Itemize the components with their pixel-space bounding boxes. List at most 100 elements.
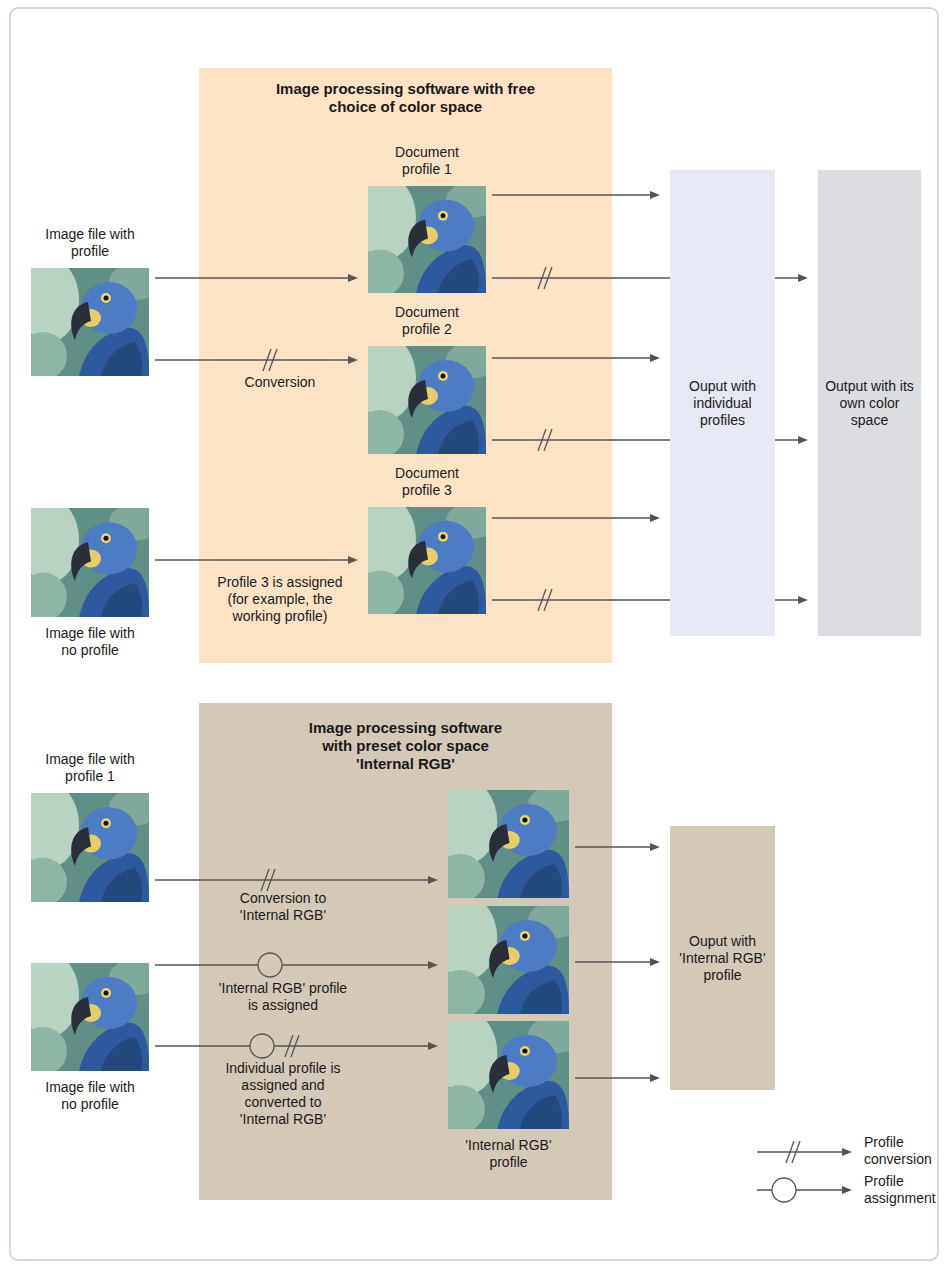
connector-arrow: [575, 843, 660, 851]
image-label: Document profile 1: [377, 144, 477, 178]
parrot-illustration: [448, 1021, 569, 1129]
text-holder: Image file with no profile: [40, 625, 140, 659]
edge-label: Profile 3 is assigned (for example, the …: [205, 574, 355, 625]
parrot-illustration: [368, 346, 486, 454]
arrow-head: [650, 191, 660, 199]
image-node: Document profile 2: [368, 346, 486, 454]
connector-arrow: [492, 354, 660, 362]
panel-title: Image processing software with free choi…: [271, 80, 541, 116]
connector-arrow: [155, 356, 358, 364]
arrow-head: [348, 556, 358, 564]
connector-line: [155, 277, 350, 278]
text-holder: Image file with profile: [40, 226, 140, 260]
image-node: [448, 906, 569, 1014]
text-holder: Document profile 3: [377, 465, 477, 499]
parrot-illustration: [31, 963, 149, 1071]
parrot-illustration: [31, 268, 149, 376]
edge-label: 'Internal RGB' profile is assigned: [218, 980, 348, 1014]
panel-ground: [199, 703, 612, 1200]
text-holder: Ouput with individual profiles: [670, 170, 775, 636]
legend-samples: [757, 1141, 852, 1202]
connector-arrow: [155, 274, 358, 282]
connector-arrow: [575, 958, 660, 966]
connector-line: [155, 1045, 430, 1046]
parrot-photo: [368, 186, 486, 293]
image-node: Document profile 1: [368, 186, 486, 293]
parrot-photo: [368, 346, 486, 454]
connector-arrow: [492, 191, 660, 199]
text-holder: Document profile 2: [377, 304, 477, 338]
image-label: Image file with no profile: [40, 625, 140, 659]
edge-label: Individual profile is assigned and conve…: [223, 1060, 343, 1128]
software-panel: Image processing software with free choi…: [199, 68, 612, 663]
connector-line: [492, 194, 652, 195]
image-node: [448, 790, 569, 898]
edge-label: Conversion: [220, 374, 340, 391]
page-frame: [10, 8, 938, 1260]
text-holder: Image file with profile 1: [40, 751, 140, 785]
text-holder: Image processing software with free choi…: [271, 80, 541, 116]
text-holder: Output with its own color space: [818, 170, 921, 636]
output-box: Ouput with individual profiles: [670, 170, 775, 636]
connector-line: [492, 517, 652, 518]
output-box: Output with its own color space: [818, 170, 921, 636]
connector-arrow: [155, 556, 358, 564]
panel-ground: [199, 68, 612, 663]
text-holder: Document profile 1: [377, 144, 477, 178]
arrow-head: [798, 436, 808, 444]
arrow-head: [428, 876, 438, 884]
parrot-photo: [448, 790, 569, 898]
image-node: Image file with no profile: [31, 508, 149, 617]
connector-line: [155, 964, 430, 965]
parrot-photo: [368, 507, 486, 614]
connector-line: [155, 359, 350, 360]
image-label: Image file with profile: [40, 226, 140, 260]
parrot-photo: [448, 906, 569, 1014]
arrow-head: [650, 843, 660, 851]
connector-line: [155, 879, 430, 880]
connector-arrow: [155, 876, 438, 884]
box-label: Ouput with 'Internal RGB' profile: [676, 933, 769, 984]
connector-line: [575, 961, 652, 962]
parrot-illustration: [31, 508, 149, 617]
connector-arrow: [155, 961, 438, 969]
box-label: Ouput with individual profiles: [676, 378, 769, 429]
arrow-head: [428, 1042, 438, 1050]
legend-text: Profile assignment: [864, 1173, 944, 1207]
parrot-photo: [448, 1021, 569, 1129]
connector-line: [575, 1077, 652, 1078]
parrot-illustration: [448, 906, 569, 1014]
parrot-photo: [31, 268, 149, 376]
image-node: Image file with no profile: [31, 963, 149, 1071]
parrot-photo: [31, 793, 149, 902]
arrow-head: [798, 274, 808, 282]
parrot-photo: [31, 508, 149, 617]
parrot-illustration: [448, 790, 569, 898]
connector-arrow: [575, 1074, 660, 1082]
connector-arrow: [492, 514, 660, 522]
parrot-illustration: [31, 793, 149, 902]
image-label: Image file with profile 1: [40, 751, 140, 785]
connector-line: [575, 846, 652, 847]
image-node: Image file with profile: [31, 268, 149, 376]
image-label: 'Internal RGB' profile: [459, 1137, 559, 1171]
arrow-head: [650, 354, 660, 362]
edge-label: Conversion to 'Internal RGB': [223, 890, 343, 924]
arrow-head: [798, 596, 808, 604]
text-holder: Image processing software with preset co…: [295, 719, 517, 773]
text-holder: Ouput with 'Internal RGB' profile: [670, 826, 775, 1090]
image-label: Image file with no profile: [40, 1079, 140, 1113]
parrot-illustration: [368, 507, 486, 614]
arrow-head: [348, 356, 358, 364]
parrot-photo: [31, 963, 149, 1071]
box-label: Output with its own color space: [824, 378, 915, 429]
text-holder: 'Internal RGB' profile: [459, 1137, 559, 1171]
image-node: Image file with profile 1: [31, 793, 149, 902]
parrot-illustration: [368, 186, 486, 293]
arrow-head: [348, 274, 358, 282]
legend-text: Profile conversion: [864, 1134, 944, 1168]
connector-line: [492, 357, 652, 358]
panel-title: Image processing software with preset co…: [295, 719, 517, 773]
image-label: Document profile 2: [377, 304, 477, 338]
arrow-head: [650, 958, 660, 966]
